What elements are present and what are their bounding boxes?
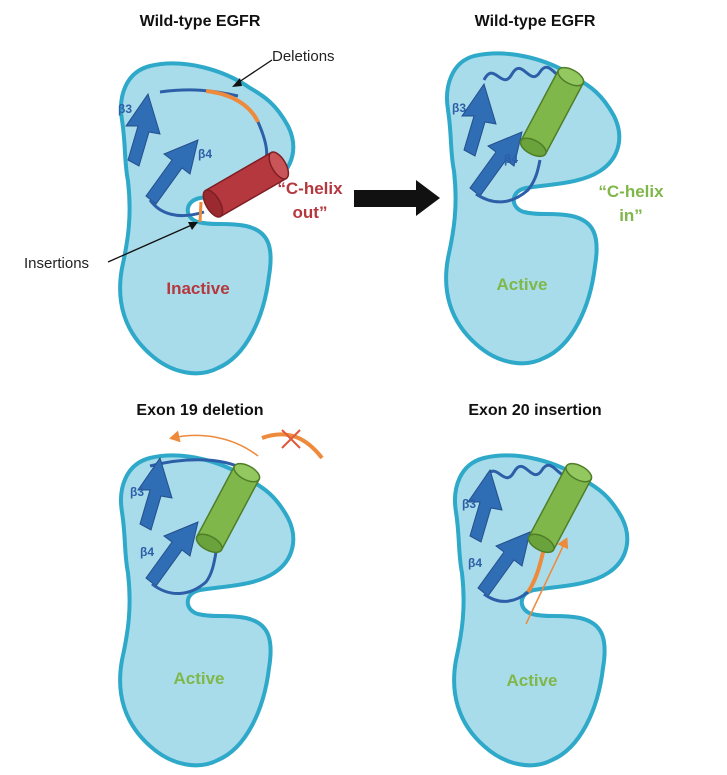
- beta3-label: β3: [462, 497, 476, 511]
- beta3-strand: [137, 456, 173, 531]
- beta4-strand: [477, 531, 531, 597]
- beta3-label: β3: [118, 102, 132, 116]
- deletions-pointer-head: [232, 78, 242, 87]
- insertions-pointer-head: [188, 222, 198, 230]
- helix-label-line1: “C-helix: [277, 179, 343, 198]
- helix-label-line2: out”: [293, 203, 328, 222]
- beta4-label: β4: [140, 545, 154, 559]
- kinase-lobe: [118, 453, 296, 768]
- lower-loop: [483, 590, 529, 603]
- panel-title: Wild-type EGFR: [140, 13, 261, 30]
- beta-loop: [159, 88, 239, 98]
- insertions-label: Insertions: [24, 255, 89, 272]
- state-label: Active: [173, 669, 224, 688]
- kinase-lobe: [444, 51, 622, 366]
- pull-arrow: [169, 430, 259, 457]
- deletion-segment: [205, 89, 260, 123]
- panel-exon20-insertion: Exon 20 insertion β3 β4 Active: [452, 402, 630, 768]
- insertions-pointer: [107, 223, 195, 263]
- panel-title: Exon 20 insertion: [468, 402, 601, 419]
- helix-label-line1: “C-helix: [598, 182, 664, 201]
- state-label: Inactive: [166, 279, 229, 298]
- beta3-strand: [467, 468, 503, 543]
- beta4-strand: [469, 131, 523, 197]
- deleted-segment: [261, 432, 324, 460]
- beta3-label: β3: [130, 485, 144, 499]
- beta4-strand: [145, 139, 199, 205]
- deletions-pointer: [235, 59, 273, 85]
- c-helix-in: [527, 462, 593, 554]
- insertion-segment: [526, 547, 546, 594]
- beta3-strand: [125, 92, 161, 167]
- insertion-mark: [198, 201, 203, 223]
- beta4-label: β4: [504, 152, 518, 166]
- panel-exon19-deletion: Exon 19 deletion β3 β4 Active: [118, 402, 324, 768]
- kinase-lobe: [452, 453, 630, 768]
- deletion-cross: [281, 429, 301, 449]
- push-arrow: [525, 537, 569, 625]
- beta4-label: β4: [468, 556, 482, 570]
- c-helix-in: [519, 66, 585, 158]
- helix-label-line2: in”: [619, 206, 643, 225]
- transition-arrow: [354, 180, 440, 216]
- beta3-strand: [461, 82, 497, 157]
- beta-loop: [482, 65, 570, 82]
- c-helix-out: [202, 151, 290, 218]
- lower-loop: [151, 551, 218, 596]
- lower-loop: [475, 159, 542, 204]
- panel-title: Exon 19 deletion: [136, 402, 263, 419]
- beta-loop: [484, 463, 573, 480]
- panel-wildtype-active: Wild-type EGFR β3 β4 “C-helix in” Active: [444, 13, 664, 366]
- lower-loop: [148, 199, 205, 217]
- deletions-label: Deletions: [272, 48, 335, 65]
- kinase-lobe: [118, 61, 296, 376]
- state-label: Active: [506, 671, 557, 690]
- panel-wildtype-inactive: Wild-type EGFR β3 β4 “C-helix out” Delet…: [24, 13, 343, 376]
- state-label: Active: [496, 275, 547, 294]
- beta4-label: β4: [198, 147, 212, 161]
- panel-title: Wild-type EGFR: [475, 13, 596, 30]
- beta3-label: β3: [452, 101, 466, 115]
- c-helix-in: [195, 462, 261, 554]
- beta4-strand: [145, 521, 199, 587]
